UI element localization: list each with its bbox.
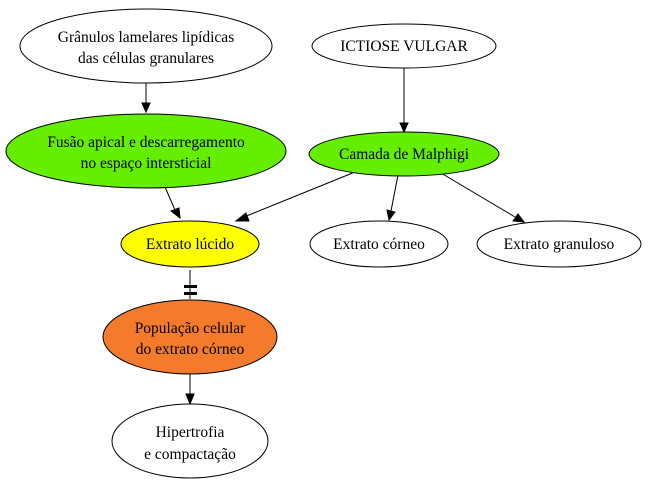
node-malphigi[interactable]: Camada de Malphigi: [308, 131, 500, 177]
node-shape: [309, 220, 449, 268]
node-label-line: no espaço intersticial: [81, 155, 212, 172]
node-shape: [120, 220, 260, 268]
edges: [141, 68, 526, 406]
node-shape: [102, 299, 278, 375]
edge-malphigi-to-lucido: [234, 171, 356, 222]
edge-populacao-to-hipertrofia: [185, 374, 195, 406]
tee-head: [184, 285, 197, 288]
node-granulos[interactable]: Grânulos lamelares lipídicas das células…: [19, 8, 273, 84]
node-populacao[interactable]: População celular do extrato córneo: [102, 299, 278, 375]
edge-malphigi-to-corneo: [386, 174, 399, 222]
node-fusao[interactable]: Fusão apical e descarregamento no espaço…: [5, 113, 287, 189]
node-label-line: Extrato córneo: [333, 236, 425, 253]
node-shape: [5, 113, 287, 189]
node-label-line: Fusão apical e descarregamento: [47, 134, 245, 151]
edge-malphigi-to-granuloso: [440, 172, 526, 223]
node-ictiose[interactable]: ICTIOSE VULGAR: [311, 23, 497, 69]
node-shape: [111, 403, 269, 479]
node-label-line: Extrato lúcido: [146, 236, 234, 253]
edge-granulos-to-fusao: [141, 83, 151, 114]
node-label-line: e compactação: [144, 446, 236, 463]
node-label-line: Extrato granuloso: [504, 236, 615, 253]
node-label-line: Grânulos lamelares lipídicas: [58, 29, 234, 46]
edge-lucido-to-populacao: [184, 270, 197, 299]
tee-head: [184, 292, 197, 295]
node-label-line: Camada de Malphigi: [339, 146, 470, 163]
node-shape: [476, 220, 642, 268]
edge-ictiose-to-malphigi: [399, 68, 409, 134]
node-lucido[interactable]: Extrato lúcido: [120, 220, 260, 268]
node-label-line: ICTIOSE VULGAR: [340, 38, 468, 55]
node-hipertrofia[interactable]: Hipertrofia e compactação: [111, 403, 269, 479]
node-label-line: Hipertrofia: [156, 424, 225, 441]
node-shape: [308, 131, 500, 177]
node-label-line: das células granulares: [78, 50, 214, 67]
node-label-line: População celular: [135, 320, 246, 337]
node-shape: [19, 8, 273, 84]
node-shape: [311, 23, 497, 69]
node-label-line: do extrato córneo: [136, 341, 245, 358]
edge-fusao-to-lucido: [164, 186, 181, 220]
node-corneo[interactable]: Extrato córneo: [309, 220, 449, 268]
node-granuloso[interactable]: Extrato granuloso: [476, 220, 642, 268]
nodes: Grânulos lamelares lipídicas das células…: [5, 8, 642, 479]
